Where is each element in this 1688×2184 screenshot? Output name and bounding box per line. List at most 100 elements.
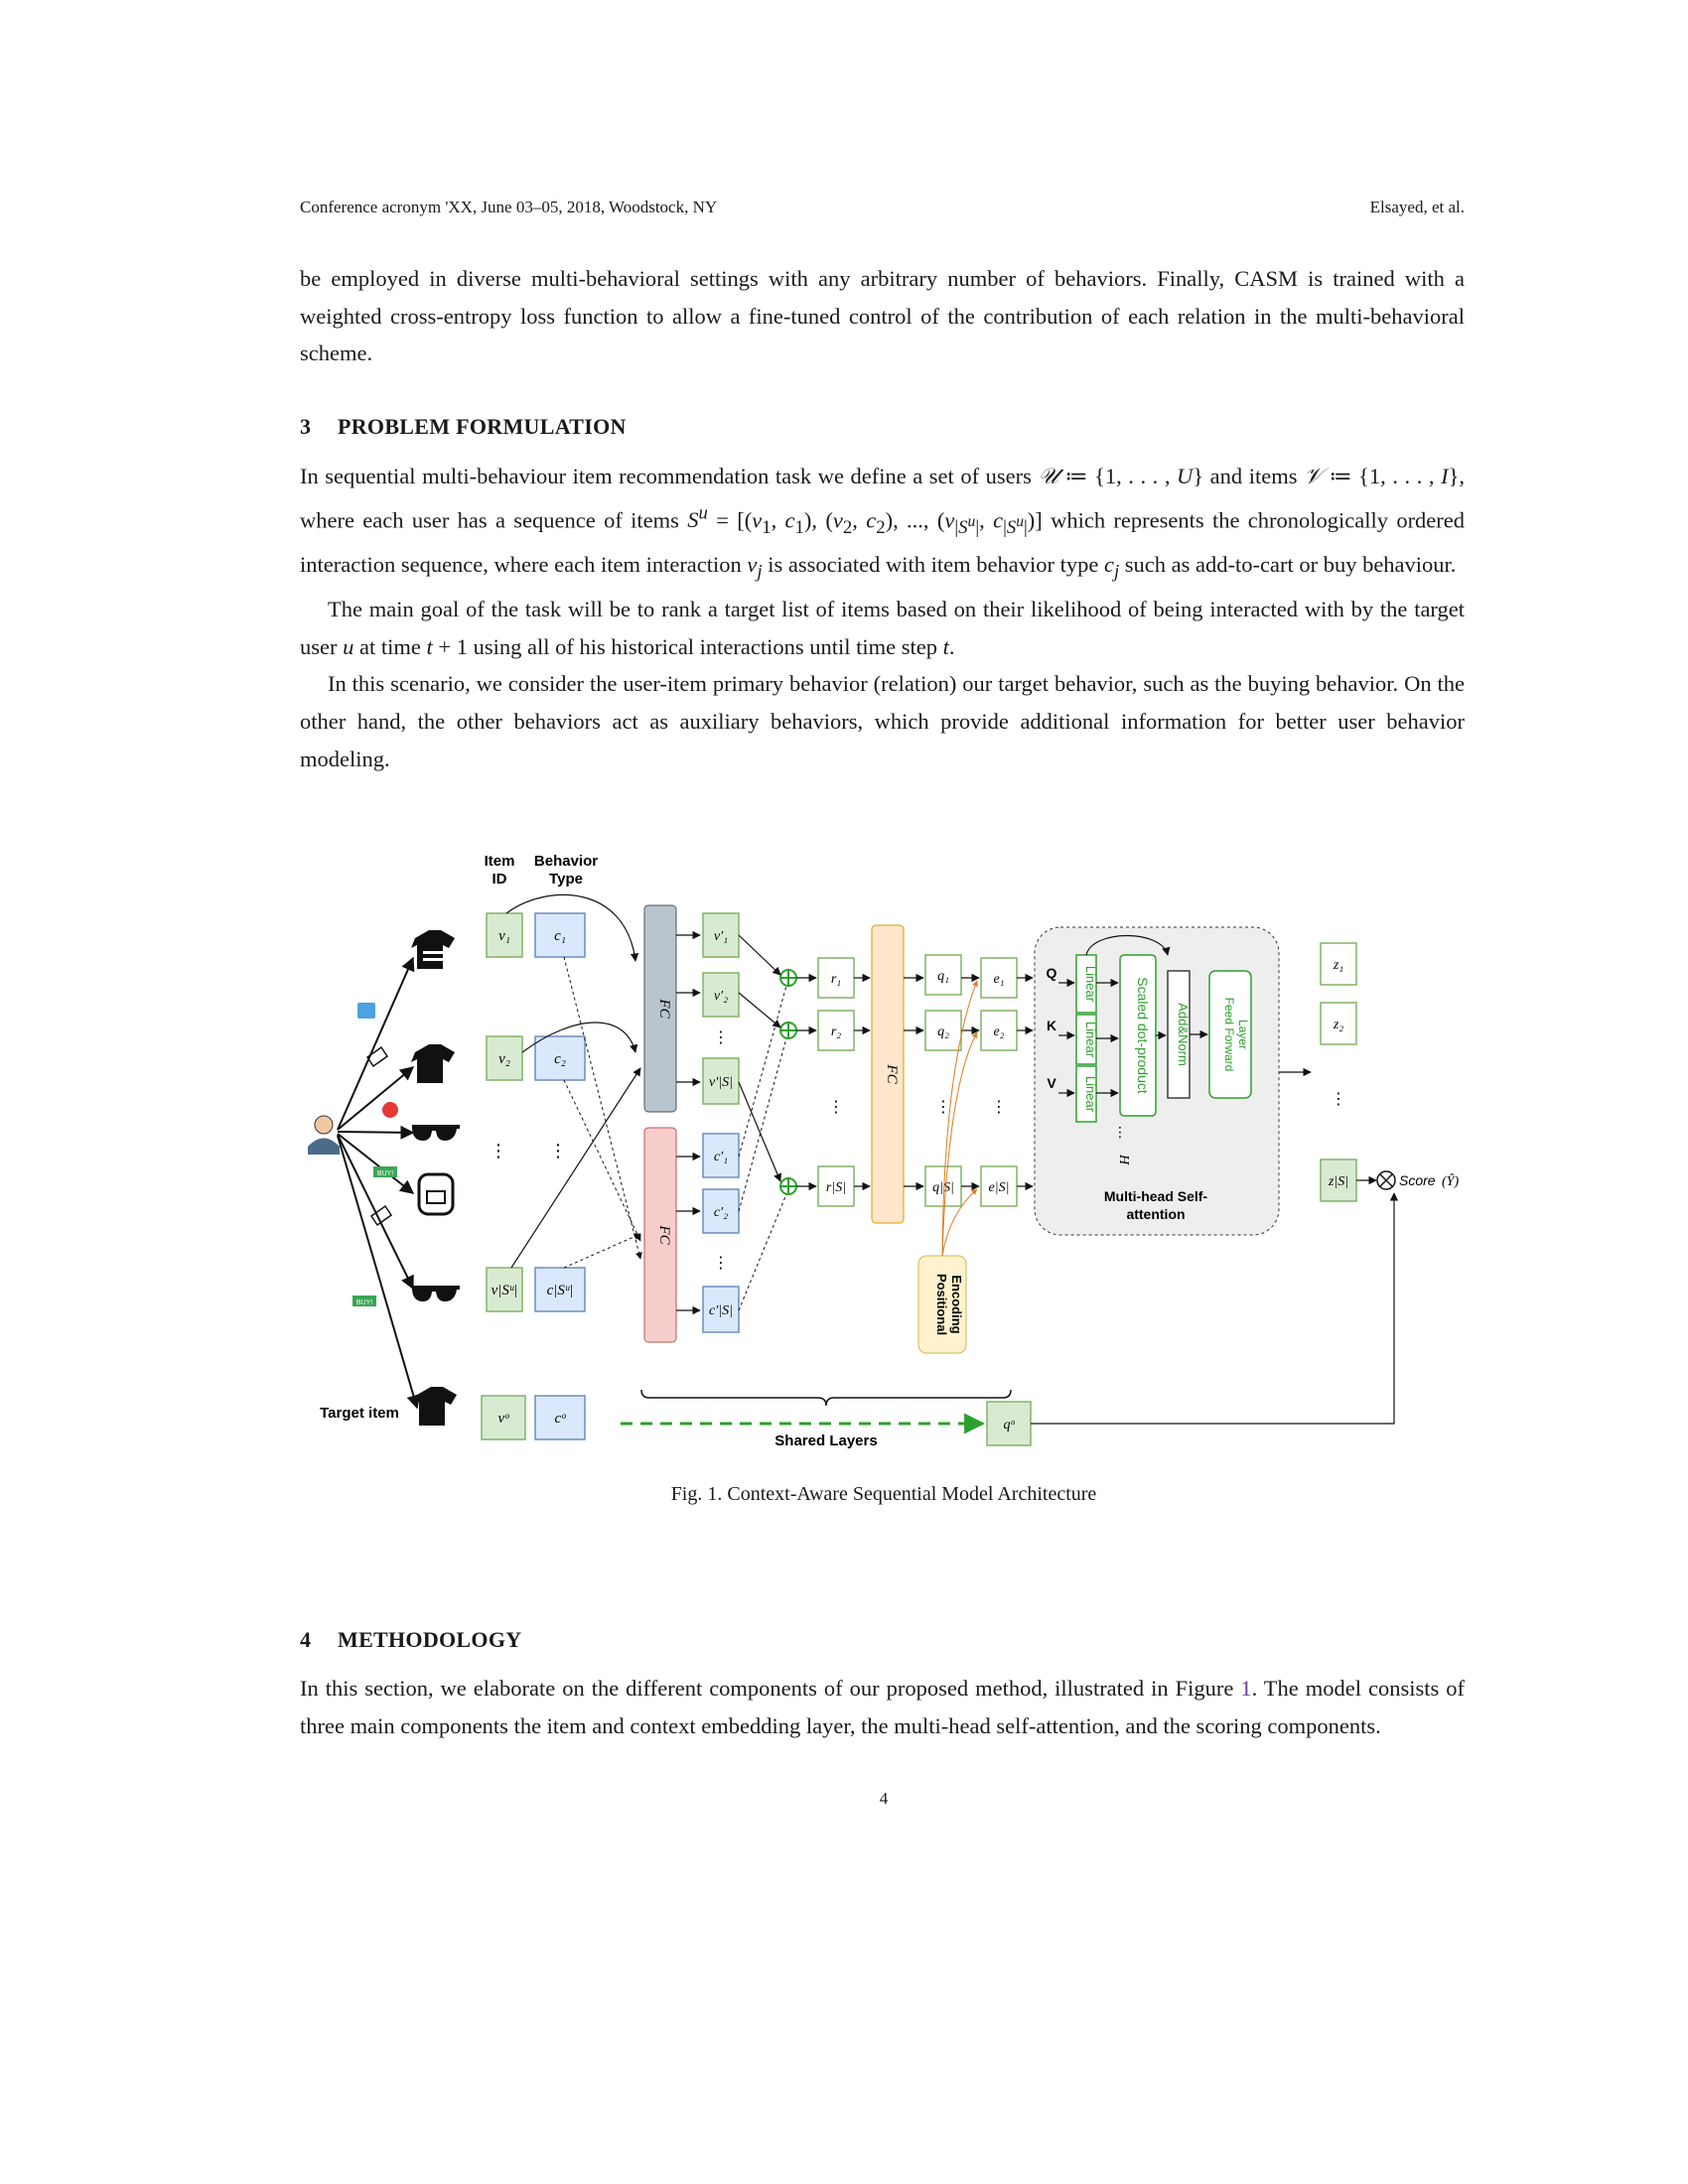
- col-behavior-1: Behavior: [534, 853, 598, 870]
- target-item-label: Target item: [320, 1405, 399, 1422]
- item-vs-box: [486, 1267, 523, 1312]
- svg-text:c₂: c₂: [554, 1051, 566, 1067]
- dots-item: ⋮: [490, 1141, 507, 1160]
- svg-text:c|Sᵘ|: c|Sᵘ|: [547, 1283, 574, 1298]
- user-avatar-icon: [308, 1115, 340, 1155]
- svg-text:c′₂: c′₂: [714, 1205, 728, 1220]
- svg-text:(Ŷ): (Ŷ): [1442, 1172, 1459, 1189]
- svg-text:r|S|: r|S|: [826, 1180, 846, 1195]
- dots-z: ⋮: [1331, 1091, 1346, 1108]
- buy-icon-2: [352, 1296, 376, 1306]
- section-4-body: In this section, we elaborate on the dif…: [300, 1670, 1465, 1744]
- tshirt-icon-target: [413, 1387, 457, 1426]
- col-item-id-2: ID: [492, 871, 507, 887]
- v-label: V: [1047, 1075, 1056, 1091]
- h-label: H: [1116, 1154, 1131, 1165]
- svg-text:e₂: e₂: [993, 1024, 1004, 1039]
- svg-text:v′₁: v′₁: [714, 929, 728, 944]
- svg-text:c′₁: c′₁: [714, 1150, 728, 1164]
- behavior-cs-box: [534, 1267, 586, 1312]
- svg-text:r₂: r₂: [831, 1024, 841, 1039]
- svg-text:c′|S|: c′|S|: [709, 1303, 733, 1318]
- feed-forward-label-2: Layer: [1236, 1020, 1250, 1049]
- dots-q: ⋮: [935, 1099, 951, 1116]
- section-3-body: In sequential multi-behaviour item recom…: [300, 458, 1465, 777]
- sunglasses-icon-2: [412, 1286, 460, 1301]
- view-icon: [357, 1003, 375, 1019]
- positional-label-1: Positional: [934, 1274, 949, 1335]
- score-label: Score: [1399, 1172, 1436, 1188]
- tshirt-icon-2: [411, 1044, 455, 1083]
- svg-text:q|S|: q|S|: [932, 1180, 954, 1195]
- svg-text:v|Sᵘ|: v|Sᵘ|: [492, 1283, 518, 1298]
- svg-text:z₁: z₁: [1333, 958, 1343, 973]
- cart-icon-2: [369, 1204, 393, 1227]
- behavior-icons: BUY! BUY!: [352, 1003, 398, 1306]
- running-header-right: Elsayed, et al.: [1369, 198, 1465, 216]
- buy-icon-1: [373, 1166, 397, 1177]
- svg-text:z|S|: z|S|: [1328, 1174, 1348, 1189]
- k-label: K: [1047, 1018, 1056, 1033]
- shared-layers-brace: [640, 1389, 1012, 1407]
- fc-behavior-block: [643, 1127, 677, 1343]
- section-4-title: METHODOLOGY: [338, 1627, 522, 1652]
- fc-sequence-label: FC: [884, 1063, 900, 1084]
- tshirt-icon-1: [411, 930, 455, 969]
- figure-ref-link[interactable]: 1: [1240, 1676, 1252, 1701]
- problem-paragraph-3: In this scenario, we consider the user-i…: [300, 671, 1465, 771]
- behavior-c1-box: [534, 912, 586, 958]
- svg-text:cᵒ: cᵒ: [555, 1411, 567, 1427]
- fc-item-label: FC: [656, 998, 672, 1019]
- svg-text:r₁: r₁: [831, 972, 841, 987]
- running-header-left: Conference acronym 'XX, June 03–05, 2018…: [300, 198, 718, 216]
- add-norm-label: Add&Norm: [1176, 1003, 1191, 1066]
- linear-q-label: Linear: [1083, 966, 1098, 1003]
- multiply-icon: [1376, 1170, 1396, 1190]
- svg-text:v′|S|: v′|S|: [709, 1075, 733, 1090]
- favorite-icon: [382, 1102, 398, 1118]
- figure-caption: Fig. 1. Context-Aware Sequential Model A…: [670, 1483, 1097, 1505]
- methodology-paragraph: In this section, we elaborate on the dif…: [300, 1676, 1465, 1738]
- col-item-id-1: Item: [485, 853, 515, 870]
- dots-heads: ⋮: [1113, 1124, 1127, 1140]
- intro-text: be employed in diverse multi-behavioral …: [300, 266, 1465, 366]
- svg-text:q₁: q₁: [937, 969, 949, 984]
- svg-text:v′₂: v′₂: [714, 989, 728, 1004]
- q-label: Q: [1047, 965, 1057, 981]
- buy-label-1: BUY!: [377, 1170, 393, 1177]
- feed-forward-label-1: Feed Forward: [1222, 998, 1236, 1072]
- mhsa-label-1: Multi-head Self-: [1104, 1188, 1208, 1204]
- svg-text:v₁: v₁: [498, 928, 510, 944]
- problem-paragraph-2: The main goal of the task will be to ran…: [300, 597, 1465, 659]
- dots-emb-behavior: ⋮: [713, 1255, 729, 1272]
- feed-forward-block: [1208, 970, 1252, 1099]
- fc-sequence-block: [871, 924, 905, 1224]
- dots-r: ⋮: [828, 1099, 844, 1116]
- scaled-dot-product-label: Scaled dot-product: [1135, 977, 1151, 1094]
- section-4-heading: 4 METHODOLOGY: [300, 1627, 521, 1653]
- buy-label-2: BUY!: [356, 1299, 372, 1306]
- svg-text:qᵒ: qᵒ: [1004, 1418, 1016, 1433]
- item-v1-box: [486, 912, 523, 958]
- mhsa-label-2: attention: [1126, 1206, 1185, 1222]
- item-v2-box: [486, 1035, 523, 1081]
- positional-label-2: Encoding: [949, 1275, 964, 1333]
- backpack-icon: [417, 1172, 455, 1216]
- section-3-number: 3: [300, 414, 312, 439]
- linear-v-label: Linear: [1083, 1076, 1098, 1113]
- shared-layers-label: Shared Layers: [774, 1433, 877, 1449]
- dots-emb-item: ⋮: [713, 1029, 729, 1046]
- fc-behavior-label: FC: [656, 1224, 672, 1245]
- linear-k-label: Linear: [1083, 1022, 1098, 1058]
- behavior-c2-box: [534, 1035, 586, 1081]
- dots-e: ⋮: [991, 1099, 1007, 1116]
- col-behavior-2: Type: [549, 871, 583, 887]
- svg-text:q₂: q₂: [937, 1024, 949, 1039]
- fc-item-block: [643, 904, 677, 1113]
- section-4-number: 4: [300, 1627, 312, 1652]
- sunglasses-icon-1: [412, 1125, 460, 1141]
- architecture-figure: Item ID Behavior Type BUY! BUY!: [308, 853, 1459, 1449]
- svg-text:vᵒ: vᵒ: [498, 1411, 510, 1427]
- intro-paragraph: be employed in diverse multi-behavioral …: [300, 260, 1465, 372]
